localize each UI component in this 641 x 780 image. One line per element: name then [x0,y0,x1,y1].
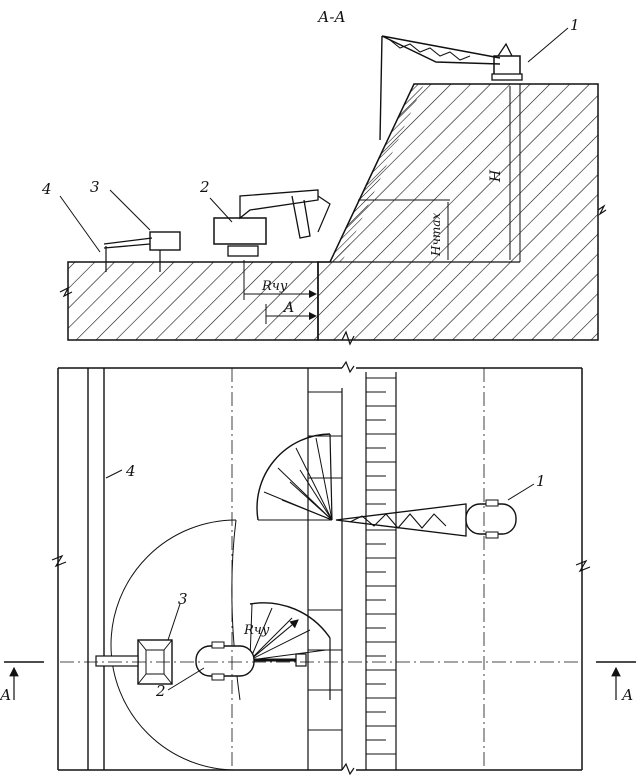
plan-view: 4 1 [0,360,636,776]
lower-excavator [213,189,331,257]
upper-excavator [379,35,523,141]
label-2: 2 [199,178,210,196]
label-1: 1 [570,16,580,34]
plan-label-2: 2 [155,682,166,700]
hopper [103,231,181,272]
section-right-label: А [621,686,633,704]
plan-lower-excavator [195,368,307,770]
distance-label: A [282,300,294,316]
plan-upper-excavator [335,368,517,770]
radius-label: Rчу [261,279,288,294]
upper-swing-rays [258,437,333,521]
lower-swing-rays [249,603,327,661]
label-3: 3 [90,178,100,196]
section-left-label: А [0,686,11,704]
label-4: 4 [41,180,52,198]
plan-label-1: 1 [536,472,546,490]
section-marker-left: А [0,661,44,704]
slope-face [330,84,424,262]
section-title: А-А [317,8,346,26]
section-view: А-А H Hчmax 1 [41,8,607,346]
plan-label-4: 4 [125,462,136,480]
height-label: H [488,169,504,183]
plan-radius-label: Rчу [243,623,270,638]
lower-ground [67,261,319,341]
height-max-label: Hчmax [429,213,443,257]
plan-label-3: 3 [178,590,188,608]
section-marker-right: А [596,661,636,704]
